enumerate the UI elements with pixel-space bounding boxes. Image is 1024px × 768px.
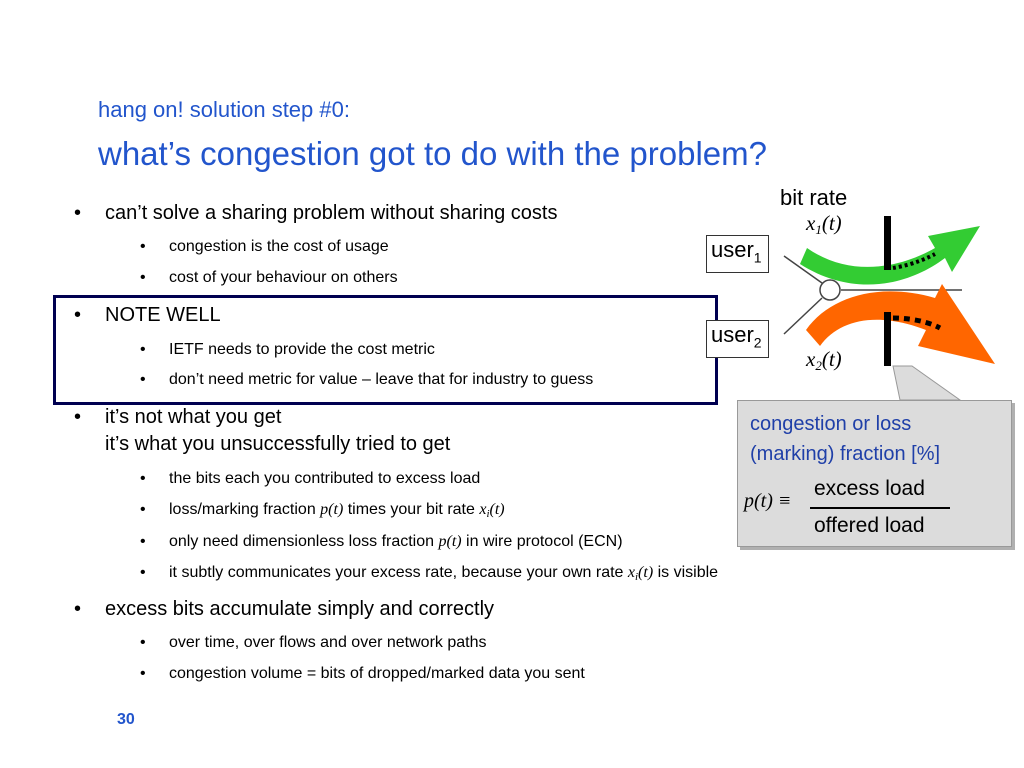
- user2-link: [783, 297, 823, 335]
- slide-subtitle: hang on! solution step #0:: [98, 97, 350, 122]
- formula-numerator: excess load: [814, 477, 925, 500]
- sub-bullet-text: congestion is the cost of usage: [169, 238, 389, 255]
- user2-box: user2: [706, 320, 769, 359]
- congestion-callout: congestion or loss (marking) fraction [%…: [737, 400, 1012, 547]
- text-fragment: only need dimensionless loss fraction: [169, 533, 439, 550]
- math-of-t: (t): [638, 564, 654, 581]
- user1-box: user1: [706, 235, 769, 274]
- orange-arrow-dashes: [892, 315, 942, 331]
- text-fragment: loss/marking fraction: [169, 501, 321, 518]
- formula-lhs: p(t) ≡: [744, 490, 792, 512]
- sub-bullet-text: the bits each you contributed to excess …: [169, 470, 481, 487]
- x1-symbol: x: [806, 211, 816, 235]
- text-fragment: times your bit rate: [343, 501, 480, 518]
- callout-text: congestion or loss (marking) fraction [%…: [750, 409, 940, 469]
- router-node: [819, 279, 841, 301]
- x2-subscript: 2: [815, 358, 822, 373]
- sub-bullet-text: IETF needs to provide the cost metric: [169, 341, 435, 358]
- user2-subscript: 2: [753, 334, 762, 351]
- bullet-text: it’s what you unsuccessfully tried to ge…: [105, 433, 451, 455]
- bullet-glyph: •: [140, 470, 146, 487]
- page-number: 30: [117, 711, 135, 728]
- green-arrow: [800, 226, 980, 285]
- bit-rate-bar-1: [884, 216, 891, 270]
- text-fragment: in wire protocol (ECN): [461, 533, 623, 550]
- user1-subscript: 1: [753, 249, 762, 266]
- user1-label: user: [711, 237, 754, 262]
- bit-rate-bar-2: [884, 312, 891, 366]
- math-of-t: (t): [489, 501, 505, 518]
- math-p-of-t: p(t): [320, 501, 344, 518]
- slide-title: what’s congestion got to do with the pro…: [98, 135, 767, 172]
- bullet-glyph: •: [140, 533, 146, 550]
- text-fragment: it subtly communicates your excess rate,…: [169, 564, 628, 581]
- x2-symbol: x: [806, 347, 816, 371]
- bullet-text: it’s not what you get: [105, 406, 282, 428]
- sub-bullet-text: loss/marking fraction p(t) times your bi…: [169, 500, 505, 524]
- callout-line-1: congestion or loss: [750, 413, 912, 435]
- bullet-glyph: •: [74, 202, 82, 224]
- sub-bullet-text: don’t need metric for value – leave that…: [169, 371, 594, 388]
- text-fragment: is visible: [653, 564, 719, 581]
- bullet-glyph: •: [140, 501, 146, 518]
- bit-rate-label: bit rate: [780, 185, 848, 210]
- x1-subscript: 1: [815, 222, 822, 237]
- callout-pointer: [892, 365, 962, 401]
- x2-of-t: (t): [821, 347, 842, 371]
- sub-bullet-text: it subtly communicates your excess rate,…: [169, 563, 718, 587]
- bullet-glyph: •: [140, 238, 146, 255]
- bullet-glyph: •: [140, 634, 146, 651]
- bullet-glyph: •: [140, 564, 146, 581]
- bullet-glyph: •: [74, 304, 82, 326]
- bullet-glyph: •: [140, 269, 146, 286]
- bullet-text: NOTE WELL: [105, 304, 221, 326]
- math-p-of-t: p(t): [438, 533, 462, 550]
- bullet-glyph: •: [140, 371, 146, 388]
- math-subscript: i: [634, 571, 639, 583]
- sub-bullet-text: over time, over flows and over network p…: [169, 634, 487, 651]
- green-arrow-dots: [892, 252, 936, 270]
- orange-arrow: [806, 284, 995, 364]
- callout-line-2: (marking) fraction [%]: [750, 443, 941, 465]
- math-x: x: [479, 501, 487, 518]
- sub-bullet-text: congestion volume = bits of dropped/mark…: [169, 665, 585, 682]
- x1-of-t: (t): [821, 211, 842, 235]
- user1-link: [783, 255, 823, 284]
- bullet-glyph: •: [74, 598, 82, 620]
- formula-denominator: offered load: [814, 514, 925, 537]
- bullet-glyph: •: [74, 406, 82, 428]
- sub-bullet-text: only need dimensionless loss fraction p(…: [169, 532, 623, 552]
- math-x: x: [627, 564, 635, 581]
- bullet-text: excess bits accumulate simply and correc…: [105, 598, 495, 620]
- user2-label: user: [711, 322, 754, 347]
- bullet-glyph: •: [140, 665, 146, 682]
- math-subscript: i: [486, 508, 490, 520]
- bullet-glyph: •: [140, 341, 146, 358]
- x1-label: x1(t): [806, 211, 842, 238]
- sub-bullet-text: cost of your behaviour on others: [169, 269, 398, 286]
- x2-label: x2(t): [806, 347, 842, 374]
- bullet-text: can’t solve a sharing problem without sh…: [105, 202, 558, 224]
- fraction-bar: [810, 507, 950, 509]
